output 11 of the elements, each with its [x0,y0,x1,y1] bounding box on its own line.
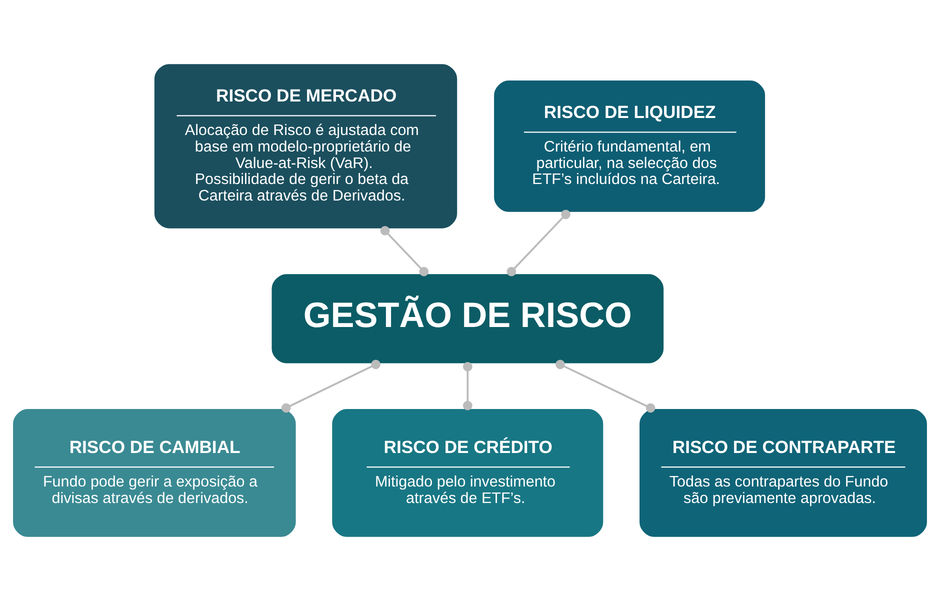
connector [380,226,429,276]
connector [281,359,380,412]
node-box: RISCO DE MERCADO Alocação de Risco é ajustada com base em modelo-proprietário de Value-at-Risk (VaR). Possibilidade de gerir o beta da Carteira através de Derivados. [154,64,458,228]
node-box: RISCO DE CAMBIAL Fundo pode gerir a exposição a divisas através de derivados. [13,408,296,536]
connector [506,209,570,276]
node-box: RISCO DE LIQUIDEZ Critério fundamental, em particular, na selecção dos ETF’s incluídos na Carteira. [494,80,766,212]
node-box: GESTÃO DE RISCO [272,274,664,363]
node-box: RISCO DE CRÉDITO Mitigado pelo investimento através de ETF’s. [332,408,604,536]
node-box: RISCO DE CONTRAPARTE Todas as contrapartes do Fundo são previamente aprovadas. [640,408,927,536]
connector [556,359,656,412]
connector [462,362,472,410]
